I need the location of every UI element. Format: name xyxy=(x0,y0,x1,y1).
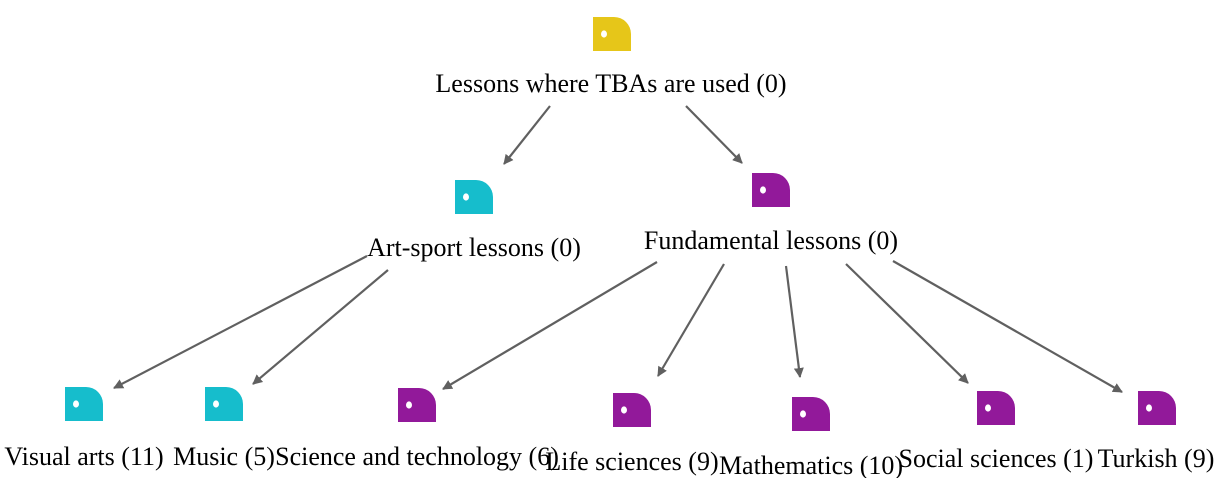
edge-fundamental-to-life-sciences xyxy=(657,263,725,377)
node-visual-arts[interactable]: Visual arts (11) xyxy=(4,387,164,471)
node-label: Lessons where TBAs are used (0) xyxy=(435,69,786,98)
node-label: Music (5) xyxy=(173,442,275,471)
tag-icon xyxy=(593,17,631,51)
edge-art-sport-to-music xyxy=(252,269,389,385)
tag-icon xyxy=(613,393,651,427)
node-label: Art-sport lessons (0) xyxy=(367,233,581,262)
node-turkish[interactable]: Turkish (9) xyxy=(1098,391,1215,473)
node-social-sciences[interactable]: Social sciences (1) xyxy=(899,391,1094,473)
node-label: Fundamental lessons (0) xyxy=(644,226,898,255)
node-life-sciences[interactable]: Life sciences (9) xyxy=(545,393,719,476)
node-fundamental[interactable]: Fundamental lessons (0) xyxy=(644,173,898,255)
node-mathematics[interactable]: Mathematics (10) xyxy=(719,397,903,478)
tag-icon xyxy=(977,391,1015,425)
node-label: Mathematics (10) xyxy=(719,451,903,478)
edge-root-to-fundamental xyxy=(685,105,743,164)
edge-fundamental-to-mathematics xyxy=(784,265,804,378)
nodes-layer: Lessons where TBAs are used (0) Art-sport… xyxy=(4,17,1214,478)
tag-icon xyxy=(792,397,830,431)
node-root[interactable]: Lessons where TBAs are used (0) xyxy=(435,17,787,98)
node-label: Life sciences (9) xyxy=(545,447,718,476)
edge-fundamental-to-social-sciences xyxy=(845,263,969,384)
tag-icon xyxy=(752,173,790,207)
tag-icon xyxy=(398,388,436,422)
node-label: Visual arts (11) xyxy=(4,442,163,471)
edge-fundamental-to-turkish xyxy=(892,260,1123,393)
tag-icon xyxy=(205,387,243,421)
node-music[interactable]: Music (5) xyxy=(173,387,275,471)
edge-art-sport-to-visual-arts xyxy=(113,255,368,389)
edges-layer xyxy=(113,105,1123,393)
node-label: Science and technology (6) xyxy=(275,442,559,471)
node-label: Social sciences (1) xyxy=(899,444,1094,473)
node-label: Turkish (9) xyxy=(1098,444,1215,473)
node-science-technology[interactable]: Science and technology (6) xyxy=(275,388,559,471)
tag-icon xyxy=(65,387,103,421)
tag-icon xyxy=(455,180,493,214)
edge-root-to-art-sport xyxy=(503,105,551,165)
tag-icon xyxy=(1138,391,1176,425)
node-art-sport[interactable]: Art-sport lessons (0) xyxy=(367,180,581,262)
edge-fundamental-to-science-technology xyxy=(442,261,658,390)
